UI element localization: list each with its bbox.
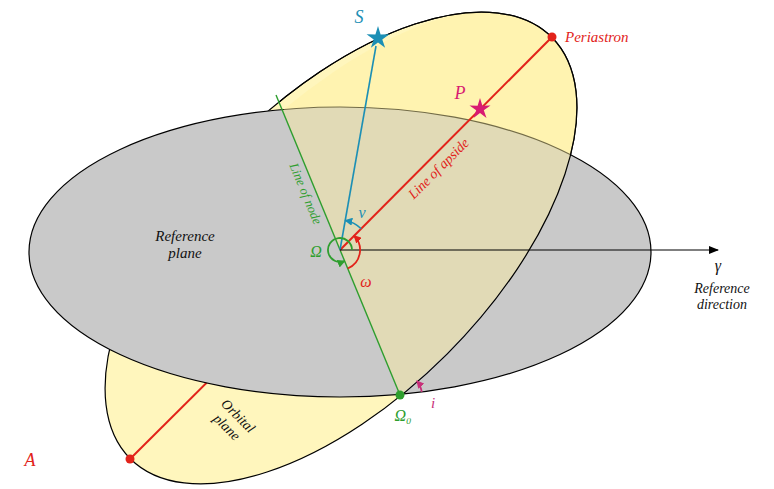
line-of-apsides — [340, 37, 552, 250]
star-direction — [340, 46, 376, 250]
ascending-node-dot — [396, 391, 405, 400]
periapsis-argument-arc — [348, 236, 360, 269]
apoastron-dot — [126, 455, 135, 464]
reference-direction-arrow — [340, 249, 718, 250]
star-symbol — [367, 26, 390, 48]
direction-label: Reference direction — [682, 281, 762, 313]
inclination-arc — [417, 381, 422, 392]
star-label: S — [355, 7, 364, 28]
orbital-plane-overlap — [24, 0, 658, 489]
periastron-label: Periastron — [565, 29, 629, 46]
planet-symbol — [470, 98, 491, 118]
node-point-label: Ω₀ — [394, 407, 411, 425]
periastron-dot — [548, 33, 557, 42]
orbit-outline — [24, 0, 658, 489]
apoastron-label: A — [25, 450, 36, 471]
angle-label: ω — [360, 273, 371, 291]
angle-label: ν — [358, 204, 365, 222]
node-longitude-arc — [328, 238, 352, 262]
angle-label: i — [431, 395, 435, 412]
angle-label: Ω — [310, 243, 322, 261]
direction-symbol: γ — [715, 257, 721, 275]
true-anomaly-arc — [345, 221, 361, 229]
planet-label: P — [455, 83, 466, 104]
plane-label: Reference plane — [140, 228, 230, 263]
orbital-plane-ellipse — [24, 0, 658, 489]
line-of-nodes — [276, 95, 400, 395]
